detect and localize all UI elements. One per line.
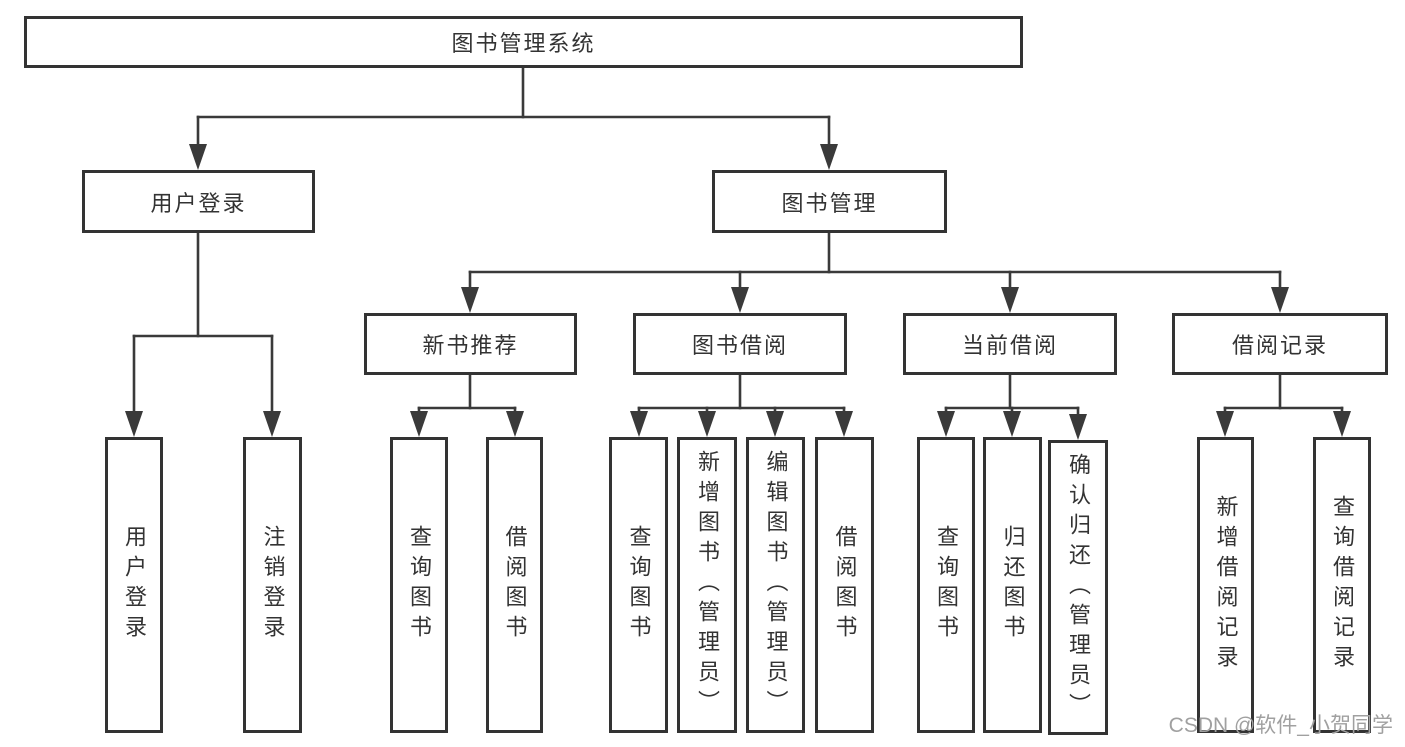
leaf-query-books-recommend: 查询图书 (390, 437, 448, 733)
leaf-query-borrow-record: 查询借阅记录 (1313, 437, 1371, 733)
node-label: 图书管理系统 (451, 31, 596, 56)
node-label: 新增图书（管理员） (695, 450, 720, 720)
leaf-confirm-return-admin: 确认归还（管理员） (1048, 440, 1108, 735)
leaf-borrow-books-recommend: 借阅图书 (486, 437, 543, 733)
leaf-edit-book-admin: 编辑图书（管理员） (746, 437, 805, 733)
leaf-add-book-admin: 新增图书（管理员） (677, 437, 737, 733)
node-label: 用户登录 (122, 525, 147, 645)
node-label: 查询借阅记录 (1330, 495, 1355, 675)
node-label: 查询图书 (407, 525, 432, 645)
node-label: 归还图书 (1000, 525, 1026, 645)
node-label: 查询图书 (626, 525, 652, 645)
node-label: 查询图书 (934, 525, 959, 645)
node-label: 确认归还（管理员） (1066, 452, 1091, 723)
leaf-user-login: 用户登录 (105, 437, 163, 733)
node-label: 借阅图书 (502, 525, 528, 645)
node-label: 图书借阅 (691, 333, 788, 358)
leaf-add-borrow-record: 新增借阅记录 (1197, 437, 1254, 733)
node-borrowing-records: 借阅记录 (1172, 313, 1388, 375)
node-label: 新增借阅记录 (1213, 495, 1239, 675)
node-current-borrowing: 当前借阅 (903, 313, 1117, 375)
leaf-borrow-books-borrowing: 借阅图书 (815, 437, 874, 733)
node-label: 编辑图书（管理员） (763, 450, 789, 720)
node-label: 当前借阅 (961, 333, 1058, 358)
node-label: 借阅记录 (1231, 333, 1328, 358)
node-label: 用户登录 (150, 190, 247, 216)
node-book-management: 图书管理 (712, 170, 947, 233)
leaf-return-book: 归还图书 (983, 437, 1042, 733)
leaf-logout: 注销登录 (243, 437, 302, 733)
node-library-system-root: 图书管理系统 (24, 16, 1023, 68)
node-label: 注销登录 (260, 525, 286, 645)
node-new-book-recommend: 新书推荐 (364, 313, 577, 375)
node-label: 借阅图书 (832, 525, 858, 645)
node-label: 图书管理 (781, 190, 878, 216)
csdn-watermark: CSDN @软件_小贺同学 (1168, 714, 1393, 737)
node-book-borrowing: 图书借阅 (633, 313, 847, 375)
leaf-query-books-current: 查询图书 (917, 437, 975, 733)
leaf-query-books-borrowing: 查询图书 (609, 437, 668, 733)
node-label: 新书推荐 (422, 333, 519, 358)
node-user-login-group: 用户登录 (82, 170, 315, 233)
